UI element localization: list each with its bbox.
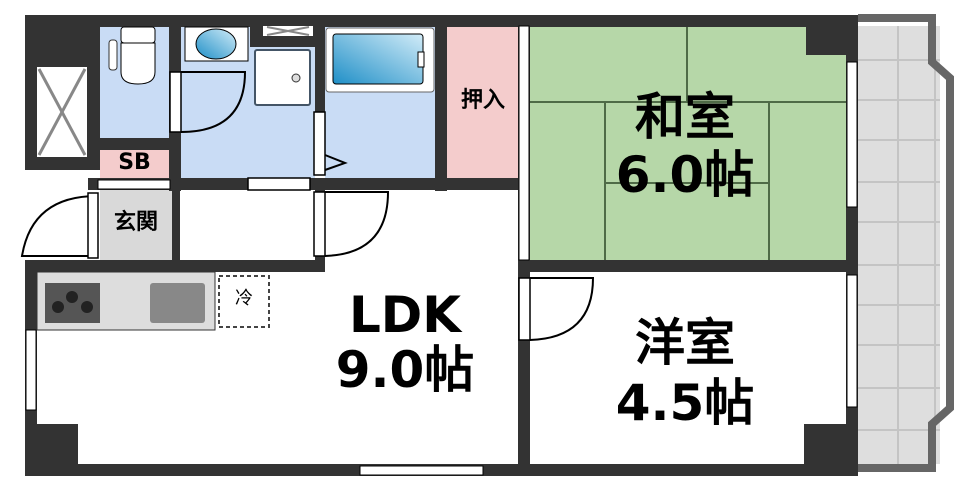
oshiire-label: 押入: [460, 88, 505, 113]
wall-wash-bath: [315, 15, 325, 115]
entrance-door-swing: [20, 195, 98, 257]
entrance-door: [87, 192, 99, 259]
wall-kitchen-top: [25, 260, 325, 272]
window-youshitsu-right: [846, 274, 858, 408]
pipe-shaft: [37, 67, 87, 157]
fridge-label: 冷: [235, 288, 253, 309]
fridge-space: [218, 275, 270, 328]
wash-door-swing: [180, 71, 247, 133]
vent: [263, 26, 313, 36]
washitsu-size: 6.0帖: [615, 146, 755, 204]
pillar-bottom-right: [804, 424, 858, 476]
kitchen-counter: [36, 271, 216, 331]
youshitsu-name: 洋室: [635, 314, 735, 372]
wash-door: [169, 71, 182, 133]
pillar-bottom-left: [25, 424, 78, 476]
ldk-name: LDK: [348, 286, 462, 344]
wall-washitsu-bottom: [518, 260, 858, 272]
pillar-top-right: [806, 15, 858, 55]
bath-door: [313, 111, 326, 176]
shoebox-label: SB: [118, 150, 151, 175]
washbasin-icon: [184, 26, 249, 62]
washing-machine-icon: [254, 49, 311, 106]
closet-floor: [447, 26, 519, 178]
bath-door-swing: [324, 154, 348, 171]
balcony-railing: [858, 14, 954, 472]
youshitsu-door-swing: [529, 277, 595, 341]
wash-opening: [247, 177, 311, 191]
shoebox-shelf: [97, 179, 171, 190]
tatami-lines: [529, 26, 847, 260]
youshitsu-door: [518, 277, 531, 341]
hall-door: [313, 191, 326, 257]
ldk-size: 9.0帖: [335, 341, 475, 399]
window-washitsu-right: [846, 61, 858, 208]
genkan-label: 玄関: [113, 210, 158, 235]
toilet-icon: [108, 26, 156, 85]
genkan-floor: [100, 190, 172, 260]
window-ldk-bottom: [359, 465, 484, 476]
youshitsu-size: 4.5帖: [615, 374, 755, 432]
shoebox-floor: [100, 150, 169, 178]
wall-bath-closet: [435, 15, 447, 191]
bathtub-icon: [325, 27, 435, 93]
wall-genkan-right: [172, 190, 180, 260]
balcony-grid: [858, 26, 940, 464]
wall-toilet-bottom: [88, 138, 178, 150]
hall-door-swing: [324, 191, 390, 257]
washitsu-name: 和室: [635, 88, 735, 146]
window-washitsu-left: [518, 25, 530, 261]
window-ldk-left: [25, 329, 37, 411]
